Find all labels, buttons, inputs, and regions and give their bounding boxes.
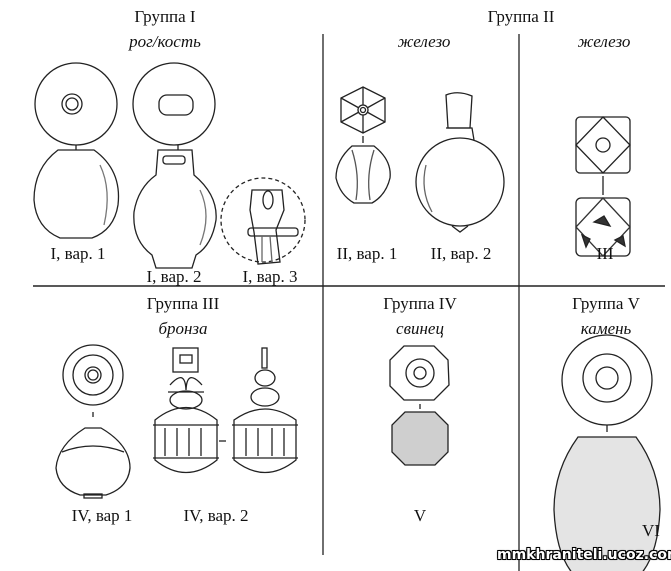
label-iv-var2: IV, вар. 2 <box>183 506 249 525</box>
bead-ii-var2 <box>415 92 505 233</box>
bead-ii-var1 <box>335 86 391 204</box>
label-iii: III <box>596 244 614 263</box>
label-iv-var1: IV, вар 1 <box>71 506 133 525</box>
label-i-var3: I, вар. 3 <box>242 267 298 286</box>
group-3-title: Группа III <box>146 294 220 313</box>
group-4-material: свинец <box>396 319 444 338</box>
bead-v <box>389 345 450 466</box>
bead-vi <box>553 334 661 571</box>
group-2-material-right: железо <box>577 32 631 51</box>
label-i-var2: I, вар. 2 <box>146 267 202 286</box>
watermark: mmkhraniteli.ucoz.com <box>497 547 671 563</box>
label-ii-var1: II, вар. 1 <box>336 244 398 263</box>
bead-i-var1 <box>33 62 120 239</box>
group-3-material: бронза <box>158 319 208 338</box>
group-4-title: Группа IV <box>383 294 457 313</box>
bead-i-var3 <box>220 177 306 265</box>
bead-iv-var2 <box>153 347 298 473</box>
group-5-material: камень <box>580 319 632 338</box>
group-5-title: Группа V <box>572 294 640 313</box>
label-vi: VI <box>642 521 660 540</box>
bead-i-var2 <box>132 62 217 269</box>
label-ii-var2: II, вар. 2 <box>430 244 492 263</box>
group-1-title: Группа I <box>134 7 196 26</box>
label-v: V <box>413 506 427 525</box>
bead-iv-var1 <box>55 344 131 499</box>
group-2-material-left: железо <box>397 32 451 51</box>
bead-iii <box>575 116 631 257</box>
group-1-material: рог/кость <box>129 32 201 51</box>
label-i-var1: I, вар. 1 <box>50 244 106 263</box>
group-2-title: Группа II <box>487 7 555 26</box>
